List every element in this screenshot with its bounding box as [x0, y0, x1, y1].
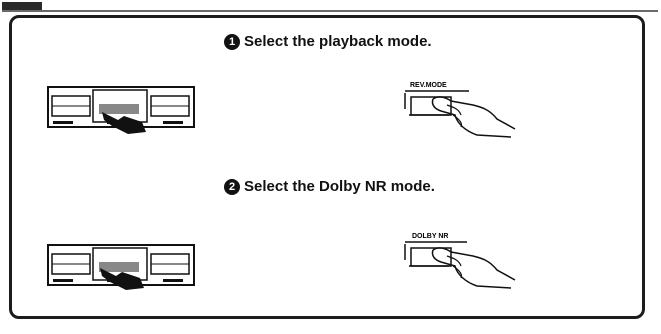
- rev-mode-button-icon: [404, 90, 516, 138]
- rev-mode-button-label: REV.MODE: [410, 82, 447, 89]
- section-tab-marker: [2, 2, 42, 10]
- dolby-nr-button-label: DOLBY NR: [412, 233, 449, 240]
- step-1-heading: 1 Select the playback mode.: [224, 33, 432, 50]
- cassette-deck-icon: [47, 244, 195, 286]
- step-1-number-icon: 1: [224, 33, 240, 50]
- pointing-hand-icon: [102, 112, 146, 134]
- header-rule: [2, 10, 658, 12]
- dolby-nr-button-icon: [404, 241, 516, 289]
- step-2-text: Select the Dolby NR mode.: [244, 178, 435, 195]
- step-2-number-icon: 2: [224, 178, 240, 195]
- step-1-text: Select the playback mode.: [244, 33, 432, 50]
- step-2-heading: 2 Select the Dolby NR mode.: [224, 178, 435, 195]
- pointing-hand-icon: [100, 268, 144, 290]
